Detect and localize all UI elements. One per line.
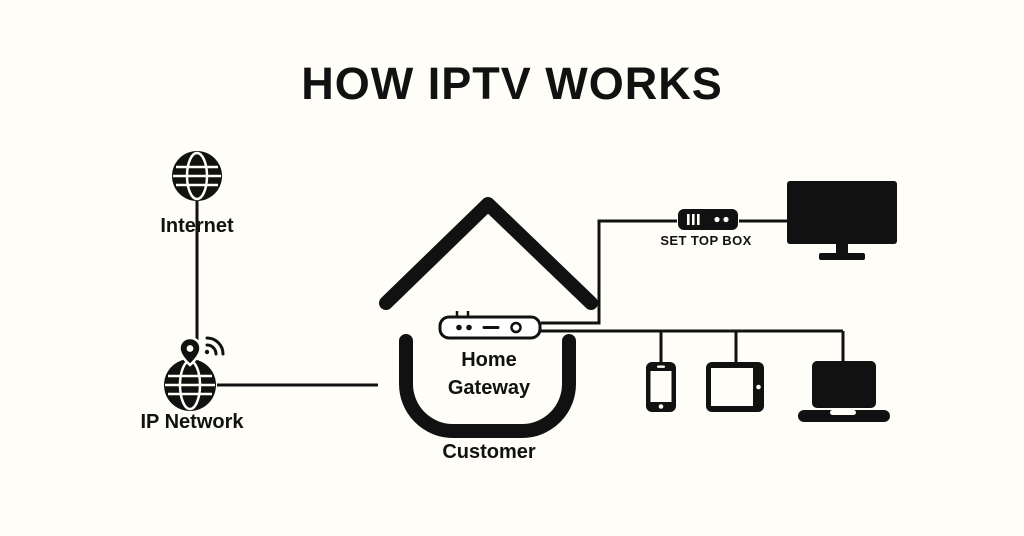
house-roof-icon (379, 197, 598, 310)
home-gateway-label: Home Gateway (447, 349, 531, 400)
customer-label: Customer (442, 441, 536, 463)
wifi-signal-icon (204, 336, 225, 356)
house-body-icon (399, 334, 576, 438)
set-top-box-icon (678, 209, 738, 230)
globe-pin-wifi-icon (164, 336, 225, 411)
globe-icon (172, 151, 222, 201)
laptop-icon (798, 361, 890, 422)
tablet-icon (706, 362, 764, 412)
internet-label: Internet (160, 215, 234, 237)
set-top-box-label: SET TOP BOX (660, 233, 752, 248)
router-icon (438, 311, 542, 340)
smartphone-icon (646, 362, 676, 412)
tv-icon (787, 181, 897, 260)
ip-network-label: IP Network (140, 411, 244, 433)
page-title: HOW IPTV WORKS (301, 58, 723, 109)
connector-gateway-devices (541, 329, 845, 364)
connector-gateway-settopbox (541, 219, 677, 325)
